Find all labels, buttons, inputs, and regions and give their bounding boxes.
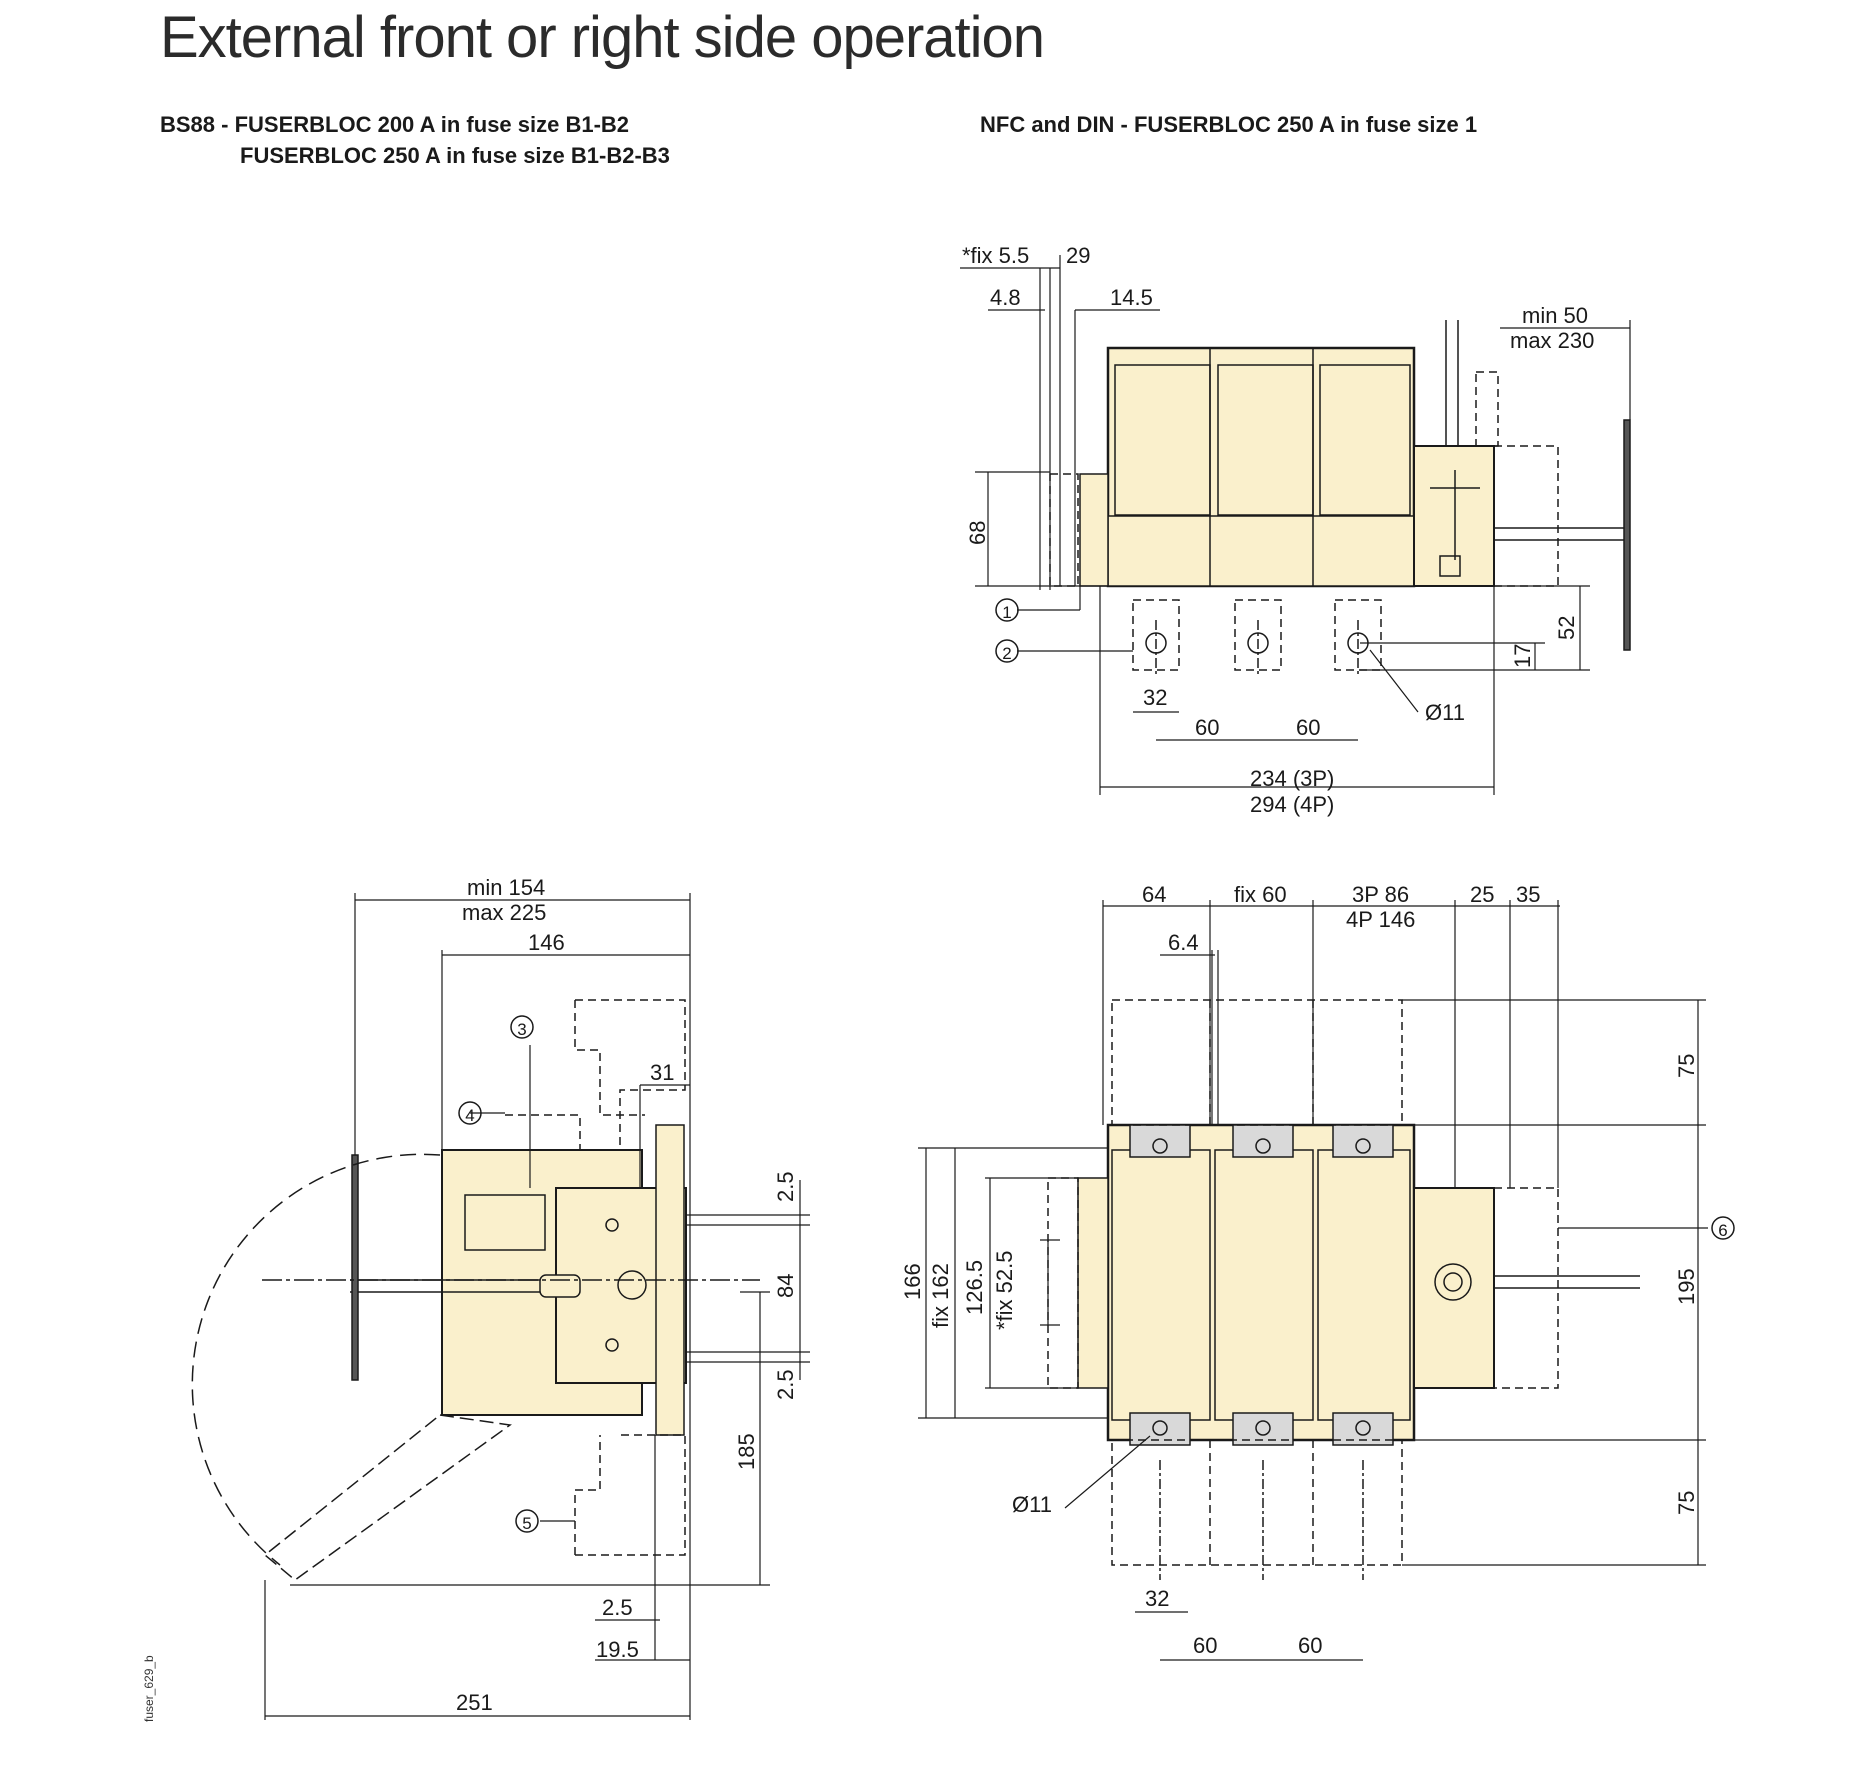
dim-3p-86: 3P 86	[1352, 882, 1409, 907]
dim-fix-60: fix 60	[1234, 882, 1287, 907]
dim-166: 166	[900, 1263, 925, 1300]
dim-195: 195	[1674, 1268, 1699, 1305]
dim-251: 251	[456, 1690, 493, 1715]
callout-3: 3	[517, 1020, 526, 1039]
dim-60-front-right: 60	[1298, 1633, 1322, 1658]
dim-2-5-bottom: 2.5	[773, 1369, 798, 1400]
callout-4: 4	[465, 1106, 474, 1125]
page-title: External front or right side operation	[160, 5, 1045, 70]
dim-25: 25	[1470, 882, 1494, 907]
dim-19-5: 19.5	[596, 1637, 639, 1662]
left-heading-line2: FUSERBLOC 250 A in fuse size B1-B2-B3	[240, 143, 670, 168]
front-view	[918, 900, 1708, 1661]
drawing-reference: fuser_629_b	[142, 1655, 156, 1722]
dim-14-5: 14.5	[1110, 285, 1153, 310]
dim-min-50: min 50	[1522, 303, 1588, 328]
callout-5: 5	[522, 1514, 531, 1533]
dim-84: 84	[773, 1274, 798, 1298]
front-view-dimensions	[918, 900, 1708, 1661]
dim-52: 52	[1554, 616, 1579, 640]
dim-68: 68	[965, 521, 990, 545]
dim-60-left: 60	[1195, 715, 1219, 740]
dim-width-3p: 234 (3P)	[1250, 766, 1334, 791]
dim-29: 29	[1066, 243, 1090, 268]
dim-fix-162: fix 162	[928, 1263, 953, 1328]
dim-31: 31	[650, 1060, 674, 1085]
dim-75-top: 75	[1674, 1054, 1699, 1078]
left-heading-line1: BS88 - FUSERBLOC 200 A in fuse size B1-B…	[160, 112, 630, 137]
right-heading: NFC and DIN - FUSERBLOC 250 A in fuse si…	[980, 112, 1478, 137]
dim-64: 64	[1142, 882, 1166, 907]
dim-6-4: 6.4	[1168, 930, 1199, 955]
dim-75-bottom: 75	[1674, 1491, 1699, 1515]
dim-hole-diameter-front: Ø11	[1012, 1492, 1052, 1517]
top-view-dimensions	[960, 255, 1631, 795]
side-view-dimensions	[264, 893, 810, 1720]
dim-width-4p: 294 (4P)	[1250, 792, 1334, 817]
dim-max-230: max 230	[1510, 328, 1594, 353]
dim-min-154: min 154	[467, 875, 545, 900]
top-view-body	[1049, 320, 1631, 675]
side-view	[191, 893, 810, 1720]
top-view	[960, 255, 1631, 795]
dim-max-225: max 225	[462, 900, 546, 925]
callout-markers	[458, 598, 1735, 1533]
side-view-body	[191, 999, 760, 1581]
dim-2-5-top: 2.5	[773, 1171, 798, 1202]
labels: 1 2 3 4 5 6 *fix 5.5 29 4.8 14.5 min 50 …	[456, 243, 1728, 1715]
dim-126-5: 126.5	[962, 1260, 987, 1315]
dim-32: 32	[1143, 685, 1167, 710]
callout-6: 6	[1718, 1221, 1727, 1240]
dim-60-front-left: 60	[1193, 1633, 1217, 1658]
dim-146: 146	[528, 930, 565, 955]
dim-2-5-lower: 2.5	[602, 1595, 633, 1620]
callout-1: 1	[1002, 603, 1011, 622]
dim-17: 17	[1510, 644, 1535, 668]
callout-2: 2	[1002, 644, 1011, 663]
front-view-body	[1047, 999, 1640, 1580]
dim-fix-52-5: *fix 52.5	[992, 1251, 1017, 1331]
dim-4-8: 4.8	[990, 285, 1021, 310]
dim-60-right: 60	[1296, 715, 1320, 740]
dim-4p-146: 4P 146	[1346, 907, 1415, 932]
dim-185: 185	[734, 1433, 759, 1470]
dim-fix-5-5: *fix 5.5	[962, 243, 1029, 268]
dim-hole-diameter: Ø11	[1425, 700, 1465, 725]
dim-35: 35	[1516, 882, 1540, 907]
dim-32-front: 32	[1145, 1586, 1169, 1611]
